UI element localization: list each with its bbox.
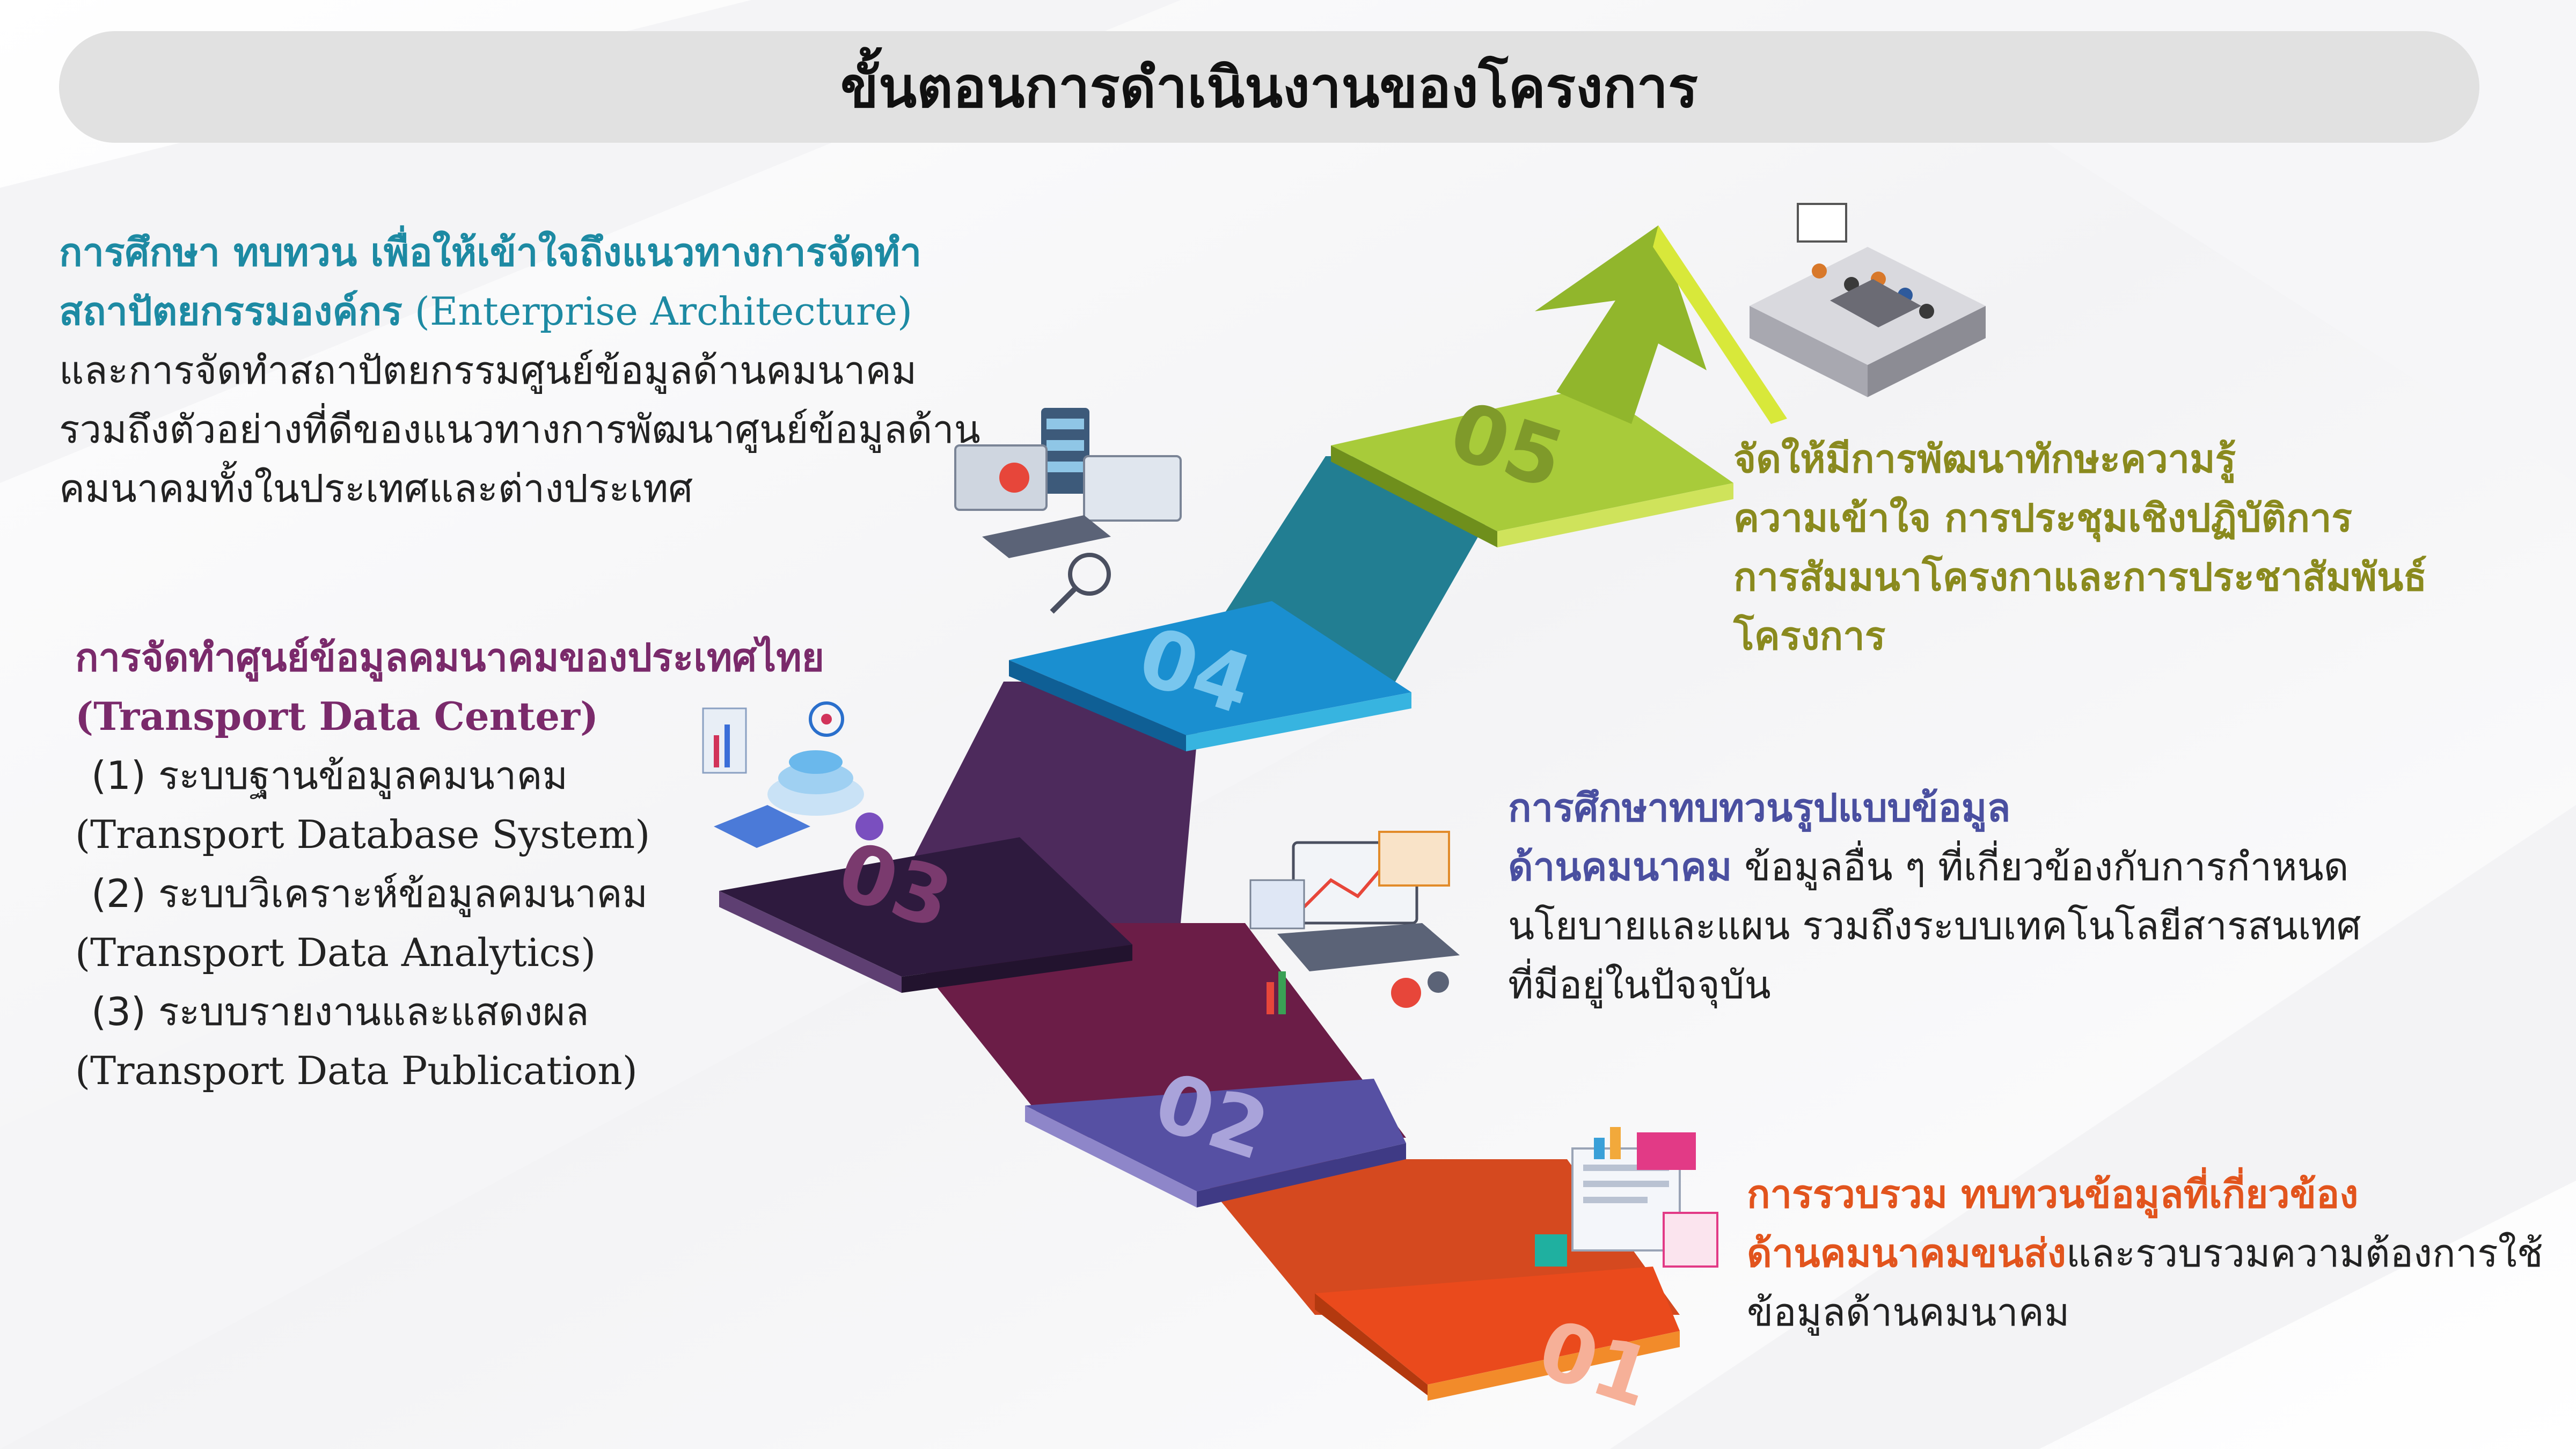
ea-line-5: คมนาคมทั้งในประเทศและต่างประเทศ (59, 466, 693, 511)
step-05: 05 (1331, 225, 1787, 547)
title-bar: ขั้นตอนการดำเนินงานของโครงการ (59, 31, 2479, 143)
ea-line-1: การศึกษา ทบทวน เพื่อให้เข้าใจถึงแนวทางกา… (59, 230, 922, 275)
tdc-item-2-en: (Transport Data Analytics) (75, 930, 596, 975)
block-training: จัดให้มีการพัฒนาทักษะความรู้ ความเข้าใจ … (1733, 429, 2427, 665)
block-transport-data-center: การจัดทำศูนย์ข้อมูลคมนาคมของประเทศไทย (T… (75, 628, 824, 1100)
review-line-1: การศึกษาทบทวนรูปแบบข้อมูล (1508, 785, 2011, 830)
ea-line-4: รวมถึงตัวอย่างที่ดีของแนวทางการพัฒนาศูนย… (59, 407, 980, 452)
review-line-3: นโยบายและแผน รวมถึงระบบเทคโนโลยีสารสนเทศ (1508, 903, 2361, 948)
ea-line-3: และการจัดทำสถาปัตยกรรมศูนย์ข้อมูลด้านคมน… (59, 348, 917, 393)
block-enterprise-architecture: การศึกษา ทบทวน เพื่อให้เข้าใจถึงแนวทางกา… (59, 223, 980, 518)
data-center-illustration (702, 701, 883, 848)
collect-line-1: การรวบรวม ทบทวนข้อมูลที่เกี่ยวข้อง (1747, 1172, 2359, 1217)
step-01: 01 (1186, 1159, 1680, 1426)
training-line-2: ความเข้าใจ การประชุมเชิงปฏิบัติการ (1733, 495, 2353, 540)
training-line-1: จัดให้มีการพัฒนาทักษะความรู้ (1733, 436, 2236, 481)
collect-line-2-rest: และรวบรวมความต้องการใช้ (2066, 1231, 2543, 1276)
tdc-item-1-en: (Transport Database System) (75, 812, 650, 857)
tdc-heading-en: (Transport Data Center) (75, 693, 599, 739)
tdc-item-2-th: (2) ระบบวิเคราะห์ข้อมูลคมนาคม (91, 871, 648, 916)
collect-line-3: ข้อมูลด้านคมนาคม (1747, 1290, 2070, 1335)
tdc-item-3-en: (Transport Data Publication) (75, 1048, 638, 1093)
analytics-laptop-illustration (1249, 831, 1460, 1014)
ea-line-2-bold: สถาปัตยกรรมองค์กร (59, 289, 402, 334)
step-02: 02 (885, 923, 1406, 1208)
tdc-item-1-th: (1) ระบบฐานข้อมูลคมนาคม (91, 753, 568, 798)
ea-line-2-en: (Enterprise Architecture) (414, 289, 913, 334)
computer-server-illustration (954, 408, 1182, 614)
block-data-review: การศึกษาทบทวนรูปแบบข้อมูล ด้านคมนาคม ข้อ… (1508, 778, 2361, 1014)
step-03: 03 (719, 682, 1202, 993)
review-line-2-rest: ข้อมูลอื่น ๆ ที่เกี่ยวข้องกับการกำหนด (1732, 844, 2349, 889)
documents-illustration (1535, 1127, 1718, 1268)
training-line-4: โครงการ (1733, 613, 1886, 658)
training-line-3: การสัมมนาโครงกาและการประชาสัมพันธ์ (1733, 554, 2427, 599)
review-line-2-bold: ด้านคมนาคม (1508, 844, 1732, 889)
arrow-head (1535, 225, 1707, 424)
meeting-illustration (1750, 203, 1986, 397)
page-title: ขั้นตอนการดำเนินงานของโครงการ (840, 54, 1699, 120)
block-data-collection: การรวบรวม ทบทวนข้อมูลที่เกี่ยวข้อง ด้านค… (1747, 1165, 2543, 1342)
tdc-heading: การจัดทำศูนย์ข้อมูลคมนาคมของประเทศไทย (75, 635, 824, 680)
collect-line-2-bold: ด้านคมนาคมขนส่ง (1747, 1231, 2066, 1276)
review-line-4: ที่มีอยู่ในปัจจุบัน (1508, 962, 1771, 1007)
tdc-item-3-th: (3) ระบบรายงานและแสดงผล (91, 989, 589, 1034)
